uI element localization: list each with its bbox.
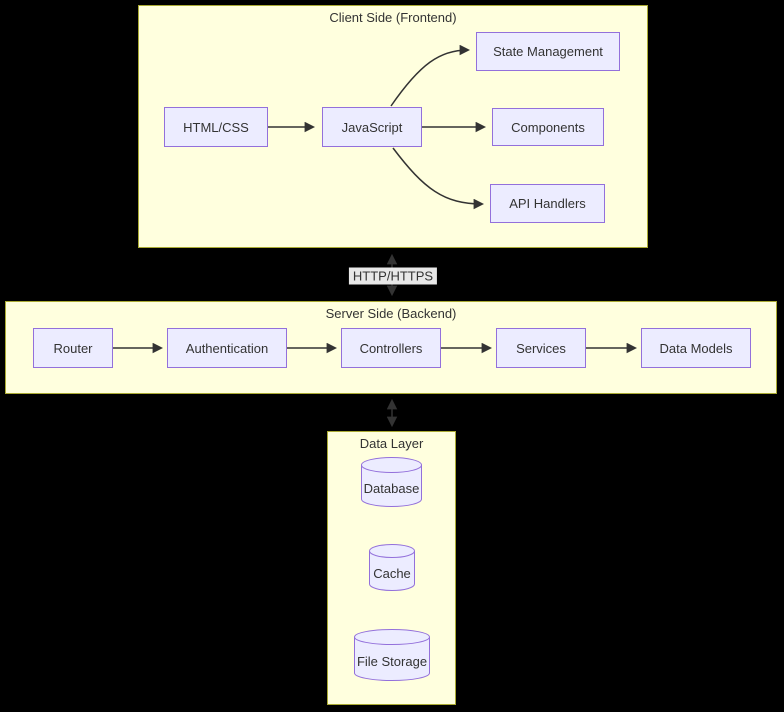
database-label: Database bbox=[363, 480, 420, 496]
node-html-css: HTML/CSS bbox=[164, 107, 268, 147]
file-storage-cylinder-icon bbox=[354, 629, 430, 681]
node-components: Components bbox=[492, 108, 604, 146]
node-controllers: Controllers bbox=[341, 328, 441, 368]
edge-label-http-https: HTTP/HTTPS bbox=[348, 267, 438, 285]
cluster-data-title: Data Layer bbox=[359, 436, 424, 451]
node-state-management: State Management bbox=[476, 32, 620, 71]
cache-label: Cache bbox=[373, 566, 411, 581]
node-javascript: JavaScript bbox=[322, 107, 422, 147]
node-router: Router bbox=[33, 328, 113, 368]
node-data-models: Data Models bbox=[641, 328, 751, 368]
file-storage-label: File Storage bbox=[356, 653, 428, 669]
cluster-server-title: Server Side (Backend) bbox=[325, 306, 457, 321]
node-file-storage: File Storage bbox=[354, 629, 430, 681]
cluster-client-title: Client Side (Frontend) bbox=[329, 10, 457, 25]
node-cache: Cache bbox=[369, 544, 415, 591]
cache-cylinder-icon bbox=[369, 544, 415, 591]
node-services: Services bbox=[496, 328, 586, 368]
node-authentication: Authentication bbox=[167, 328, 287, 368]
database-cylinder-icon bbox=[361, 457, 422, 507]
node-database: Database bbox=[361, 457, 422, 507]
node-api-handlers: API Handlers bbox=[490, 184, 605, 223]
